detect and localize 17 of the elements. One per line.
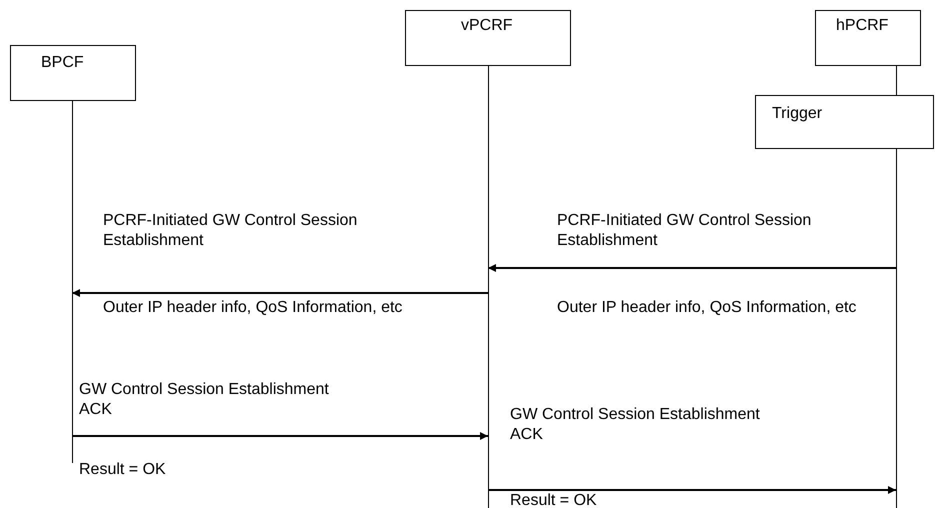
participant-box (755, 95, 934, 149)
message-label: PCRF-Initiated GW Control Session Establishment (103, 211, 358, 251)
message-arrow (72, 289, 488, 297)
message-arrow (488, 486, 896, 494)
participant-name: vPCRF (461, 17, 513, 35)
message-arrow (488, 264, 896, 272)
message-label: GW Control Session Establishment ACK (510, 405, 761, 445)
participant-name: Trigger (772, 105, 822, 123)
message-note: Result = OK (79, 460, 167, 480)
message-note: Outer IP header info, QoS Information, etc (103, 298, 403, 318)
participant-name: hPCRF (836, 17, 888, 35)
message-note: Result = OK (510, 491, 598, 508)
participant-name: BPCF (41, 54, 84, 72)
message-note: Outer IP header info, QoS Information, etc (557, 298, 857, 318)
message-label: GW Control Session Establishment ACK (79, 380, 330, 420)
message-arrow (72, 432, 488, 440)
message-label: PCRF-Initiated GW Control Session Establishment (557, 211, 812, 251)
